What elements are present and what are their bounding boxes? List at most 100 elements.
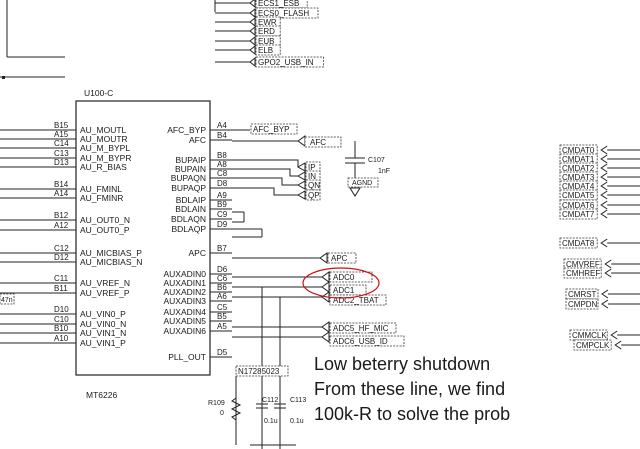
top-net-arrow	[249, 0, 256, 9]
left-pin-name: AU_OUT0_N	[80, 215, 130, 225]
apc-area: APC	[232, 252, 357, 264]
annotation-line-3: 100k-R to solve the prob	[314, 404, 510, 424]
bupa-net-label: QP	[308, 191, 320, 200]
right-pin-number: B4	[217, 131, 227, 140]
top-net-label: ECS0_FLASH	[258, 9, 309, 18]
top-net-label: EUB	[258, 37, 274, 46]
annotation-line-1: Low beterry shutdown	[314, 354, 490, 374]
top-net-box	[255, 56, 324, 68]
far-right-net-label: CMVREF	[566, 260, 600, 269]
right-pin-name: AUXADIN5	[163, 316, 206, 326]
far-right-net-arrow	[600, 163, 608, 173]
right-pin-number: D5	[217, 348, 228, 357]
right-pin-name: BDLAIN	[175, 204, 206, 214]
left-pin-name: AU_MOUTL	[80, 125, 127, 135]
right-pin-number: C6	[217, 274, 228, 283]
adc0-net-label: ADC0	[333, 273, 355, 282]
adc5-net	[329, 322, 397, 334]
bdla-wires	[232, 211, 263, 238]
left-pin-name: AU_M_BYPL	[80, 143, 130, 153]
far-right-net-label: CMHREF	[566, 269, 600, 278]
far-right-net-arrow	[601, 289, 609, 299]
far-right-net-arrow	[604, 268, 612, 278]
left-res-label: 47n	[1, 297, 13, 304]
left-pin-number: D12	[54, 253, 69, 262]
r109-ref: R109	[208, 400, 225, 407]
far-right-net-arrow	[600, 154, 608, 164]
c113-ref: C113	[290, 397, 306, 404]
right-pin-name: AFC	[189, 135, 206, 145]
far-right-net-label: CMRST	[568, 290, 597, 299]
left-pin-number: B15	[54, 121, 69, 130]
adc-area: ADC0 ADC1 ADC2_TBAT ADC5_HF_MIC ADC6_USB…	[232, 267, 405, 347]
far-right-net-label: CMMCLK	[572, 331, 607, 340]
top-net-label: ERD	[258, 27, 275, 36]
adc0-net	[329, 271, 373, 283]
afc-byp-net-label: AFC_BYP	[253, 125, 289, 134]
left-pin-name: AU_OUT0_P	[80, 225, 130, 235]
bupa-arrow	[296, 190, 306, 200]
right-pin-name: BDLAQP	[172, 224, 207, 234]
adc6-net-label: ADC6_USB_ID	[333, 337, 388, 346]
left-pin-number: C11	[54, 274, 69, 283]
bupa-arrow	[296, 162, 306, 172]
adc5-net-label: ADC5_HF_MIC	[333, 324, 389, 333]
left-pin-name: AU_VIN0_P	[80, 309, 126, 319]
far-right-net-arrow	[600, 238, 608, 248]
top-net-arrow	[249, 56, 256, 68]
left-pin-name: AU_FMINR	[80, 193, 123, 203]
bupa-net-box	[305, 179, 321, 191]
left-pin-number: C10	[54, 315, 69, 324]
c107-gnd: AGND	[352, 180, 372, 187]
bupa-net-label: IP	[308, 163, 316, 172]
bupa-net-box	[305, 170, 321, 182]
highlight-ellipse	[302, 267, 380, 299]
far-right-net-label: CMDAT6	[562, 201, 595, 210]
left-pin-number: A12	[54, 221, 69, 230]
left-pin-name: AU_VREF_N	[80, 278, 130, 288]
top-left-bus	[0, 0, 65, 79]
left-pin-name: AU_VREF_P	[80, 288, 130, 298]
top-net-arrow	[249, 35, 256, 47]
left-pin-name: AU_MICBIAS_N	[80, 257, 142, 267]
bupa-net-box	[305, 161, 321, 173]
top-net-box	[255, 44, 281, 56]
top-net-box	[255, 7, 319, 19]
right-pin-number: D6	[217, 265, 228, 274]
c107-ref: C107	[368, 157, 385, 164]
top-net-group: ECS1_ESBECS0_FLASHEWRERDEUBELBGPO2_USB_I…	[214, 0, 324, 68]
far-right-net-arrow	[601, 299, 609, 309]
right-pin-name: AUXADIN1	[163, 278, 206, 288]
far-right-net-arrow	[600, 190, 608, 200]
right-pin-number: C8	[217, 169, 228, 178]
right-pin-name: BUPAQP	[171, 183, 206, 193]
afc-area: AFC_BYP AFC C107 1nF AGND	[232, 123, 390, 197]
afc-byp-net	[250, 123, 298, 135]
top-net-arrow	[249, 7, 256, 19]
left-pin-number: D13	[54, 158, 69, 167]
top-net-label: EWR	[258, 18, 277, 27]
far-right-net-arrow	[600, 200, 608, 210]
left-pin-number: C12	[54, 244, 69, 253]
right-pin-number: D9	[217, 220, 228, 229]
top-net-arrow	[249, 16, 256, 28]
right-pin-name: AUXADIN4	[163, 307, 206, 317]
far-right-net-arrow	[614, 340, 622, 350]
r109-val: 0	[220, 410, 224, 417]
right-pin-number: B5	[217, 312, 227, 321]
bupa-wire	[232, 187, 298, 196]
left-res-stub: 47n	[0, 293, 15, 305]
far-right-net-label: CMDAT2	[562, 164, 595, 173]
far-right-net-arrow	[600, 181, 608, 191]
left-pin-name: AU_FMINL	[80, 184, 122, 194]
right-pin-name: BDLAQN	[171, 214, 206, 224]
far-right-net-arrow	[604, 259, 612, 269]
left-pin-name: AU_R_BIAS	[80, 162, 127, 172]
left-pin-number: B11	[54, 284, 68, 293]
right-pin-number: B6	[217, 283, 227, 292]
right-pin-number: C5	[217, 303, 228, 312]
c112-ref: C112	[262, 397, 278, 404]
